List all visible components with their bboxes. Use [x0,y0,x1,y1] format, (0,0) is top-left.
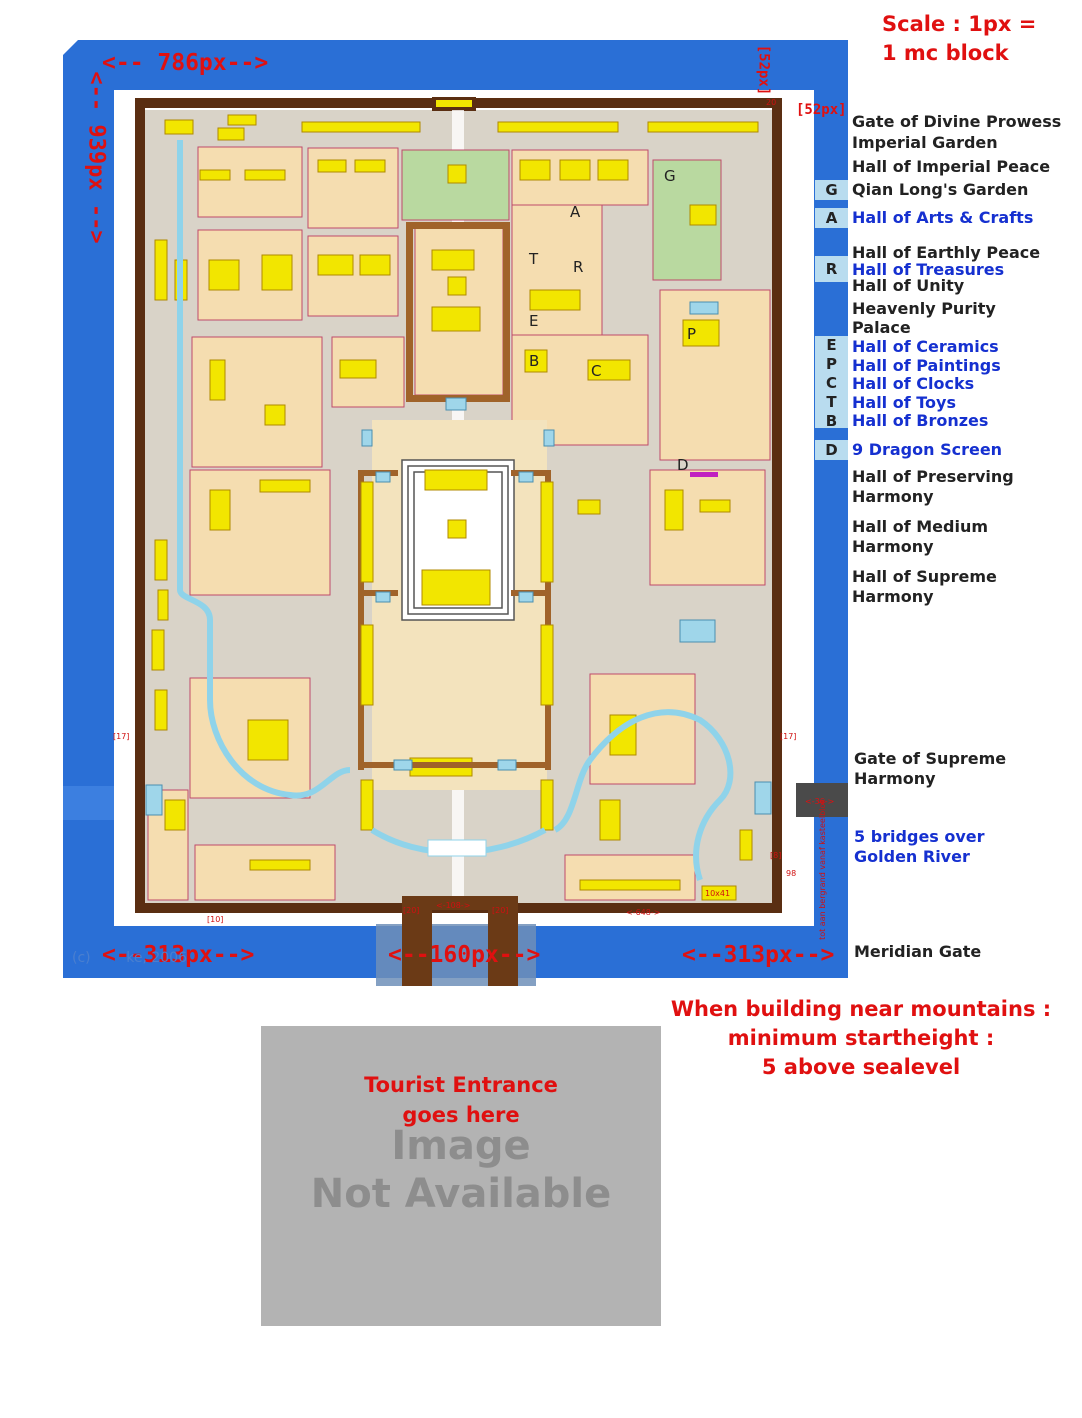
dimension-98: 98 [786,869,797,878]
tourist-entrance-line-1: Tourist Entrance [364,1073,558,1097]
legend-hall-earthly-peace: Hall of Earthly Peace [852,243,1041,262]
legend-harmony-4: Harmony [854,769,936,788]
legend-key-g: G [815,180,848,200]
tourist-entrance-placeholder: Tourist Entrance goes here Image Not Ava… [261,1026,661,1326]
dimension-side-17-left: [17] [113,732,130,741]
scale-note-line-1: Scale : 1px = [882,12,1037,36]
legend-key-p: P [826,355,837,373]
legend-harmony-2: Harmony [852,537,934,556]
dimension-top-20: 20 [766,98,777,107]
map-letter-c: C [591,362,602,380]
legend-hall-treasures: Hall of Treasures [852,260,1005,279]
dimension-bottom-center: <--160px--> [388,942,541,968]
map-letter-g: G [664,167,676,185]
legend-five-bridges: 5 bridges over [854,827,985,846]
legend-gate-divine-prowess: Gate of Divine Prowess [852,112,1062,131]
mountain-note-line-1: When building near mountains : [670,997,1052,1021]
legend-gate-supreme: Gate of Supreme [854,749,1007,768]
legend-hall-preserving: Hall of Preserving [852,467,1014,486]
legend-key-c: C [825,374,837,392]
legend-heavenly-purity: Heavenly Purity [852,299,996,318]
dimension-bottom-10: [10] [207,915,224,924]
legend-key-d: D [815,440,848,460]
map-letter-a: A [570,203,581,221]
legend-hall-ceramics: Hall of Ceramics [852,337,999,356]
dimension-top-right-52: [52px] [755,44,772,96]
legend-hall-unity: Hall of Unity [852,276,965,295]
scale-note: Scale : 1px = 1 mc block [882,10,1036,68]
gardens [401,149,722,281]
legend-hall-arts-crafts: Hall of Arts & Crafts [852,208,1034,227]
mountain-note-line-2: minimum startheight : [727,1026,995,1050]
dimension-right-52: [52px] [796,102,847,118]
legend-qian-long-garden: Qian Long's Garden [852,180,1029,199]
dimension-side-17-right: [17] [780,732,797,741]
inner-walls [358,222,551,986]
dimension-gate-36: <-36-> [805,797,835,806]
bridges [427,839,487,857]
dimension-top-width: <-- 786px--> [102,50,269,76]
legend-meridian-gate: Meridian Gate [854,942,982,961]
legend-imperial-garden: Imperial Garden [852,133,998,152]
legend-palace: Palace [852,318,911,337]
gate-markers [145,301,772,816]
map-letter-p: P [687,325,697,343]
dimension-right-8: [8] [770,851,782,860]
legend-key-r: R [815,256,848,282]
copyright-text: (c) ke, 2006 [72,950,187,966]
map-letter-t: T [529,250,539,268]
legend-golden-river: Golden River [854,847,970,866]
map-letter-b: B [529,352,540,370]
dimension-small-10x41: 10x41 [705,889,731,898]
legend-key-b: B [825,412,838,430]
legend-hall-clocks: Hall of Clocks [852,374,975,393]
legend-key-t: T [826,393,837,411]
tourist-entrance-line-2: goes here [402,1103,520,1127]
nine-dragon-screen-mark [690,472,718,477]
dimension-bottom-right: <--313px--> [682,942,835,968]
dimension-gate-20-right: [20] [492,906,509,915]
legend-key-group: E P C T B [815,336,848,430]
mountain-note-line-3: 5 above sealevel [761,1055,961,1079]
scale-note-line-2: 1 mc block [882,41,1009,65]
tourist-entrance-note: Tourist Entrance goes here [261,1070,661,1130]
map-letter-e: E [529,312,539,330]
mountain-note: When building near mountains : minimum s… [664,995,1058,1082]
image-not-available-line-1: Image [391,1123,531,1169]
building-blocks [147,146,771,901]
legend-hall-imperial-peace: Hall of Imperial Peace [852,157,1051,176]
legend-harmony-1: Harmony [852,487,934,506]
legend-hall-supreme: Hall of Supreme [852,567,997,586]
legend-key-a: A [815,208,848,228]
legend-hall-paintings: Hall of Paintings [852,356,1001,375]
map-letter-d: D [677,456,689,474]
dimension-vertical-note: tot aan bergrand vanaf kasteelblok [817,799,827,940]
dimension-bottom-648: <-648-> [626,908,661,917]
image-not-available: Image Not Available [261,1122,661,1218]
dimension-gate-20-left: [20] [403,906,420,915]
image-not-available-line-2: Not Available [310,1171,612,1217]
great-halls [409,249,491,777]
dimension-left-height: <-- 939px --> [83,71,109,244]
forbidden-city-map [63,40,848,986]
legend-hall-bronzes: Hall of Bronzes [852,411,989,430]
dimension-gate-108: <-108-> [436,901,471,910]
dimension-bottom-left: <--313px--> [102,942,255,968]
legend-harmony-3: Harmony [852,587,934,606]
legend-hall-medium: Hall of Medium [852,517,989,536]
legend-nine-dragon-screen: 9 Dragon Screen [852,440,1003,459]
map-letter-r: R [573,258,584,276]
legend-key-e: E [826,336,837,354]
legend-hall-toys: Hall of Toys [852,393,956,412]
